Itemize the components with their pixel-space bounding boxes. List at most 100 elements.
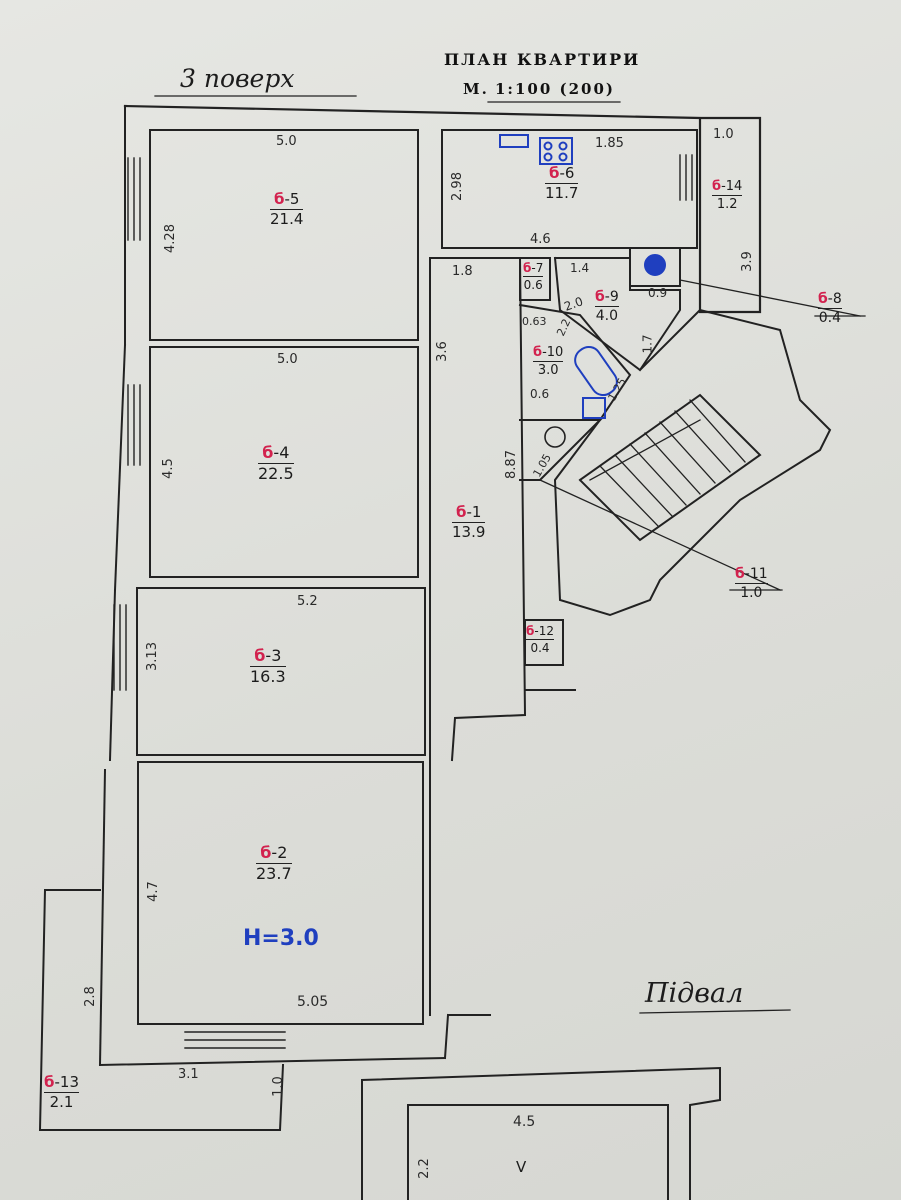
dim-basement-height: 2.2: [416, 1158, 432, 1179]
room-12-outline: [524, 619, 564, 666]
room-11-area: 1.0: [735, 583, 768, 600]
room-14-letter: б: [712, 179, 722, 194]
room-8-code: -8: [827, 291, 842, 307]
room-2-label: б-2 23.7: [256, 845, 292, 882]
room-2-letter: б: [260, 843, 272, 862]
dim-room3-width: 5.2: [297, 594, 318, 609]
room-5-letter: б: [273, 190, 285, 208]
room-13-code: -13: [54, 1073, 79, 1091]
stair-arrow: [589, 419, 701, 481]
dim-0-6: 0.6: [530, 387, 550, 401]
toilet-icon: [544, 426, 566, 448]
room-9-label: б-9 4.0: [595, 290, 619, 323]
room-12-label: б-12 0.4: [526, 625, 554, 654]
dim-room6-height: 2.98: [449, 172, 465, 201]
room-1-letter: б: [455, 503, 467, 521]
room-1-area: 13.9: [452, 522, 486, 541]
basement-room-outline: [407, 1104, 669, 1200]
dim-3-1: 3.1: [178, 1067, 199, 1082]
room-9-letter: б: [595, 289, 605, 305]
room-2-area: 23.7: [256, 863, 292, 883]
washbasin-icon: [582, 397, 606, 419]
outer-wall-top: [123, 104, 762, 314]
dim-1-7: 1.7: [640, 334, 655, 354]
room-6-code: -6: [559, 164, 575, 182]
page-title: ПЛАН КВАРТИРИ: [444, 50, 641, 69]
stair-flight: [578, 393, 762, 542]
corridor-outline: [429, 257, 527, 762]
dim-1-0-bottom: 1.0: [270, 1076, 286, 1097]
room-13-letter: б: [44, 1073, 55, 1091]
bathtub-icon: [574, 345, 618, 397]
dim-0-9: 0.9: [648, 286, 668, 300]
leader-11: [539, 479, 781, 591]
room-9-area: 4.0: [595, 306, 619, 324]
room-11-outline: [519, 419, 603, 481]
outer-wall-left-mid: [113, 343, 127, 592]
dim-1-0-top: 1.0: [713, 127, 734, 142]
room-5-outline: [149, 129, 419, 341]
dim-basement-width: 4.5: [513, 1114, 536, 1130]
room-14-label: б-14 1.2: [712, 179, 743, 211]
dim-room6-width: 1.85: [595, 136, 624, 151]
room-3-code: -3: [265, 646, 282, 665]
room-4-area: 22.5: [258, 463, 294, 483]
room-3-letter: б: [254, 646, 266, 665]
room-10-letter: б: [533, 345, 543, 360]
leader-8: [679, 279, 861, 317]
boiler-icon: [644, 254, 666, 276]
outer-wall-left-bottom: [98, 768, 107, 1067]
room-12-letter: б: [526, 624, 535, 638]
room-5-code: -5: [284, 190, 300, 208]
dim-1-8: 1.8: [452, 264, 473, 279]
room-14-code: -14: [721, 179, 743, 194]
stair-treads: [599, 399, 746, 527]
room-2-outline: [137, 761, 424, 1025]
basement-outline: [361, 1066, 721, 1200]
dim-8-87: 8.87: [503, 450, 519, 479]
room-6-label: б-6 11.7: [545, 164, 579, 201]
room-2-code: -2: [271, 843, 288, 862]
scale-value: 1:100 (200): [495, 80, 616, 98]
windows: [113, 154, 693, 1049]
room-13-outline: [38, 889, 285, 1131]
room-6-outline: [441, 129, 698, 249]
room-3-area: 16.3: [250, 666, 286, 686]
room-7-area: 0.6: [523, 276, 544, 292]
room-12-code: -12: [534, 624, 554, 638]
stair-block-outline: [553, 308, 832, 617]
dim-0-63: 0.63: [522, 315, 547, 328]
room-8-letter: б: [818, 291, 828, 307]
room-9-code: -9: [604, 289, 619, 305]
room-11-letter: б: [735, 566, 745, 582]
room-7-code: -7: [531, 261, 544, 275]
basement-label-underline: [639, 1009, 791, 1014]
room-4-code: -4: [273, 443, 290, 462]
room-13-label: б-13 2.1: [44, 1075, 79, 1110]
room-5-label: б-5 21.4: [270, 190, 304, 228]
sink-icon: [499, 134, 529, 148]
room-7-letter: б: [523, 261, 532, 275]
ceiling-height-note: H=3.0: [243, 926, 319, 951]
dim-room4-height: 4.5: [160, 458, 176, 479]
blue-fixtures: [499, 134, 666, 419]
room-3-label: б-3 16.3: [250, 648, 286, 685]
room-11-label: б-11 1.0: [735, 567, 768, 600]
basement-label: Підвал: [645, 978, 744, 1009]
room-7-outline: [519, 257, 551, 301]
dim-2-8: 2.8: [82, 986, 98, 1007]
room-7-label: б-7 0.6: [523, 261, 544, 292]
room-4-label: б-4 22.5: [258, 445, 294, 482]
dim-1-4: 1.4: [570, 261, 590, 275]
dim-3-9: 3.9: [739, 251, 755, 272]
room-10-label: б-10 3.0: [533, 345, 564, 377]
room-1-code: -1: [466, 503, 482, 521]
room-8-label: б-8 0.4: [818, 292, 842, 325]
room-1-label: б-1 13.9: [452, 503, 486, 541]
room-5-area: 21.4: [270, 209, 304, 228]
room-10-area: 3.0: [533, 361, 564, 377]
dim-room5-height: 4.28: [162, 224, 178, 253]
room-11-code: -11: [744, 566, 768, 582]
scale-prefix: М.: [463, 80, 489, 98]
room-8-area: 0.4: [818, 308, 842, 326]
